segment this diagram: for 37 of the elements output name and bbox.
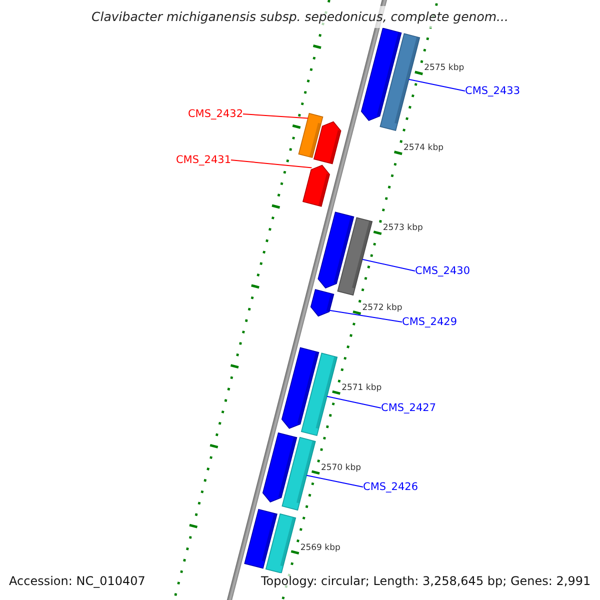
gene-label: CMS_2427 (381, 401, 436, 415)
gene-block (281, 347, 320, 429)
position-label: 2570 kbp (320, 462, 362, 473)
gene-block (313, 121, 342, 164)
position-label: 2571 kbp (342, 382, 382, 393)
leader-line (230, 160, 312, 168)
leader-line (242, 114, 308, 119)
leader-line (362, 258, 416, 272)
gene-label: CMS_2430 (415, 264, 470, 278)
gene-label: CMS_2426 (363, 480, 418, 494)
gene-block (310, 289, 334, 317)
gene-label: CMS_2431 (176, 153, 231, 167)
gene-block (360, 28, 402, 122)
gene-block (318, 212, 354, 289)
leader-line (408, 78, 466, 92)
gene-bar (337, 217, 373, 296)
gene-label: CMS_2429 (402, 315, 458, 329)
leader-line (326, 396, 382, 408)
position-label: 2575 kbp (424, 63, 464, 74)
gene-bar (282, 436, 316, 511)
leader-line (306, 474, 364, 488)
leader-line (329, 310, 402, 322)
gene-bar (298, 112, 324, 158)
gene-bar (244, 508, 278, 569)
gene-label: CMS_2432 (188, 107, 243, 121)
gene-label: CMS_2433 (465, 84, 520, 98)
gene-bar (300, 352, 338, 436)
gene-bar (380, 33, 420, 132)
gene-block (302, 164, 330, 207)
position-label: 2574 kbp (403, 143, 444, 154)
topology-text: Topology: circular; Length: 3,258,645 bp; Genes: 2,991 (260, 573, 592, 590)
position-label: 2572 kbp (362, 303, 402, 314)
gene-bar (265, 513, 296, 574)
gene-block (262, 432, 298, 502)
position-label: 2573 kbp (382, 223, 423, 234)
position-label: 2569 kbp (300, 542, 340, 553)
accession-text: Accession: NC_010407 (8, 573, 146, 590)
